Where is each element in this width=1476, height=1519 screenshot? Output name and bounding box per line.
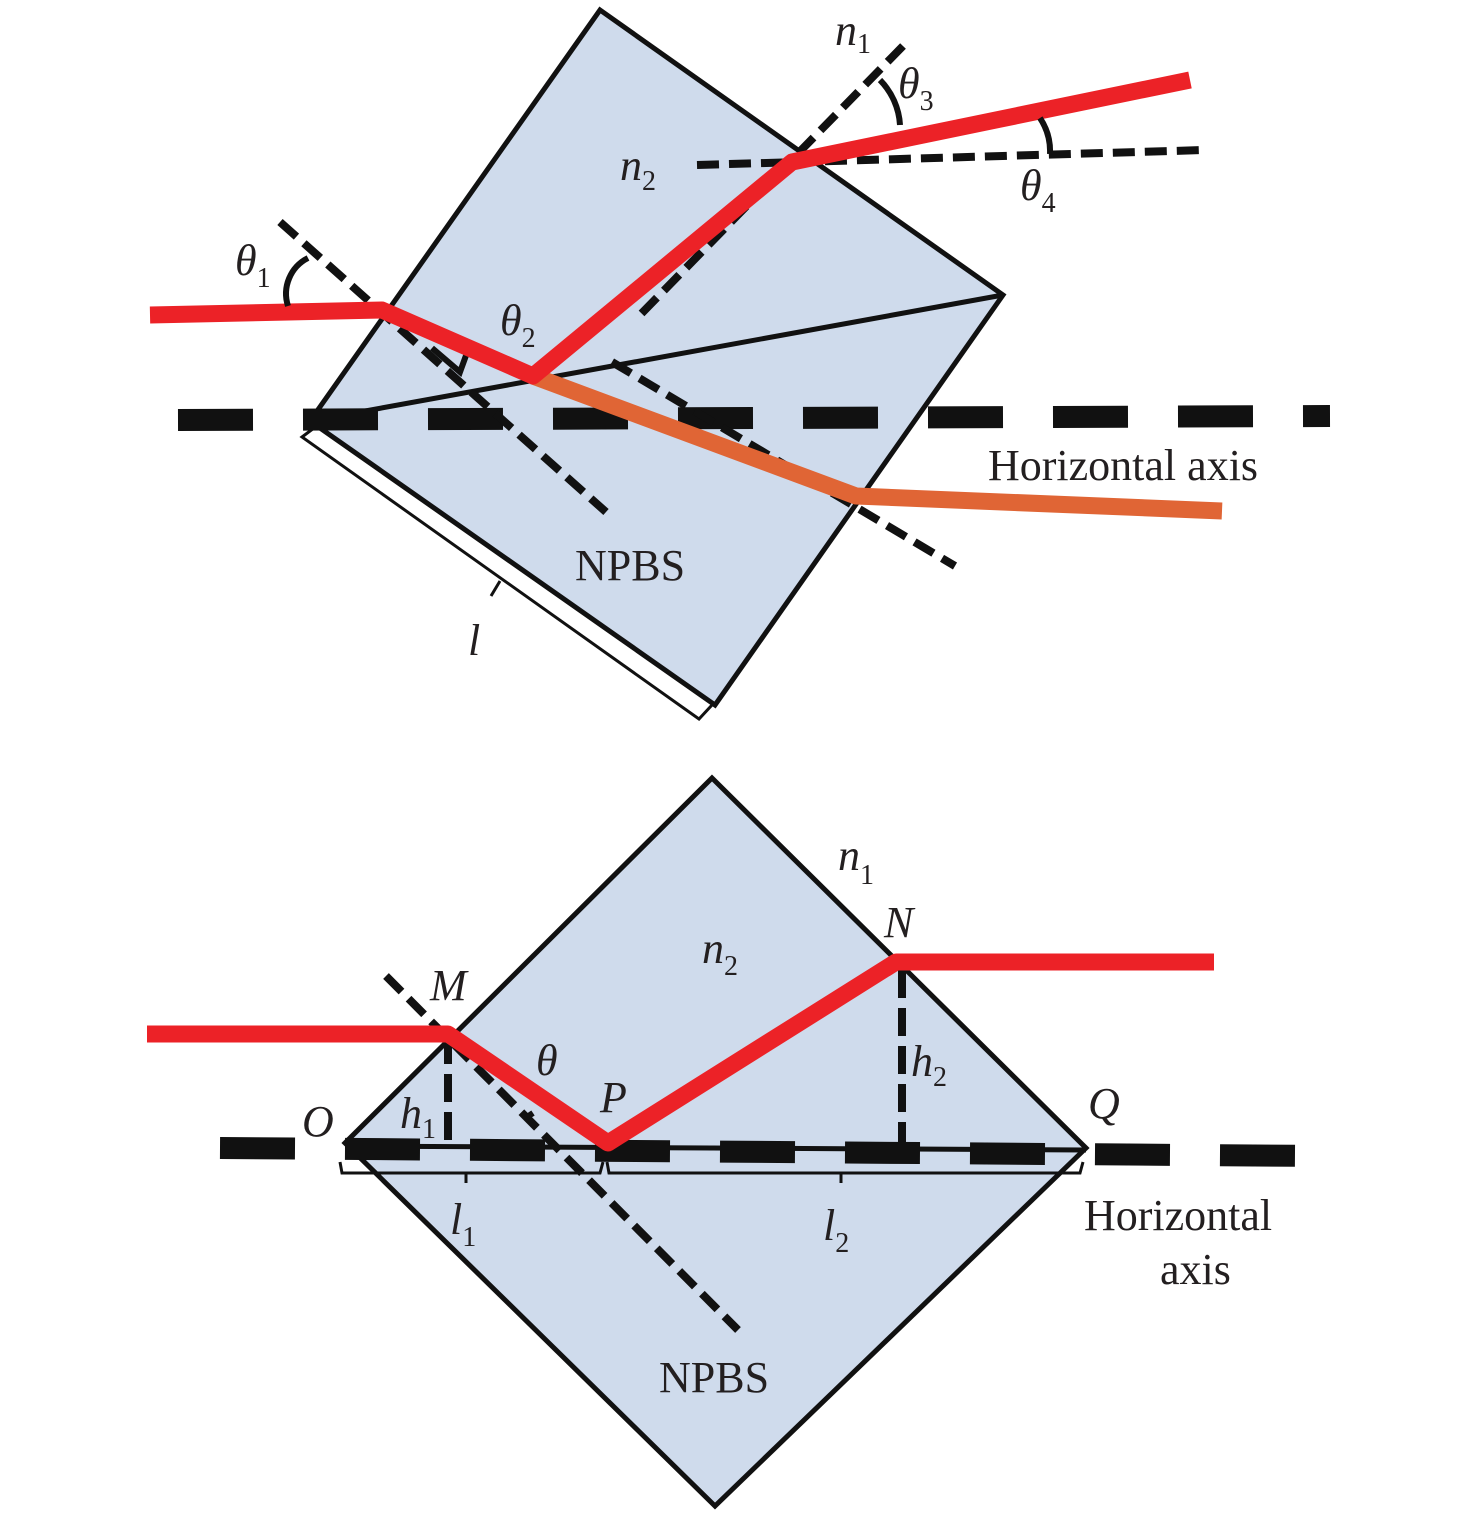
label-theta: θ [536, 1036, 558, 1085]
label-horizontal-axis-top: Horizontal axis [988, 441, 1258, 490]
top-horizontal-axis [177, 405, 1331, 431]
length-bracket-l [299, 423, 714, 721]
theta1-arc [283, 255, 310, 307]
label-theta4: θ4 [1020, 161, 1056, 219]
label-horizontal-bottom: Horizontal [1084, 1191, 1272, 1240]
label-point-n: N [883, 898, 916, 947]
label-axis-bottom: axis [1160, 1245, 1231, 1294]
label-theta1: θ1 [235, 236, 271, 294]
label-npbs-top: NPBS [575, 541, 685, 590]
label-h2: h2 [911, 1037, 947, 1093]
label-n2-bottom: n2 [702, 924, 738, 982]
right-angle-mark [430, 345, 471, 378]
top-normal-entry [277, 219, 609, 515]
label-l1: l1 [450, 1195, 476, 1253]
label-theta2: θ2 [500, 296, 536, 354]
label-n1-bottom: n1 [838, 831, 874, 891]
top-red-beam [149, 71, 1192, 385]
bottom-baseline [344, 1143, 1087, 1153]
label-point-o: O [302, 1097, 334, 1146]
label-point-p: P [599, 1073, 627, 1122]
length-bracket-tick [489, 580, 502, 597]
bottom-horizontal-axis [219, 1137, 1331, 1167]
label-l2: l2 [823, 1201, 849, 1259]
label-n1-top: n1 [835, 6, 871, 60]
theta4-arc [1037, 116, 1054, 155]
label-point-m: M [429, 961, 469, 1010]
bottom-panel: n1 n2 M N O P Q θ h1 h2 l1 l2 NPBS Horiz… [147, 774, 1331, 1510]
label-h1: h1 [400, 1089, 436, 1145]
theta-arc [525, 1110, 535, 1120]
theta3-arc [877, 77, 903, 126]
bottom-prism [341, 774, 1090, 1510]
label-n2-top: n2 [620, 141, 656, 197]
label-npbs-bottom: NPBS [659, 1353, 769, 1402]
bracket-l2 [605, 1161, 1085, 1175]
top-transmitted-beam [530, 368, 1223, 520]
bracket-l1 [338, 1161, 605, 1175]
label-l: l [468, 616, 480, 665]
top-split-surface [309, 292, 1004, 424]
top-panel: n1 n2 θ1 θ2 θ3 θ4 NPBS Horizontal axis l [149, 6, 1331, 721]
bottom-red-beam [147, 953, 1214, 1152]
label-point-q: Q [1088, 1079, 1120, 1128]
label-theta3: θ3 [898, 59, 934, 117]
